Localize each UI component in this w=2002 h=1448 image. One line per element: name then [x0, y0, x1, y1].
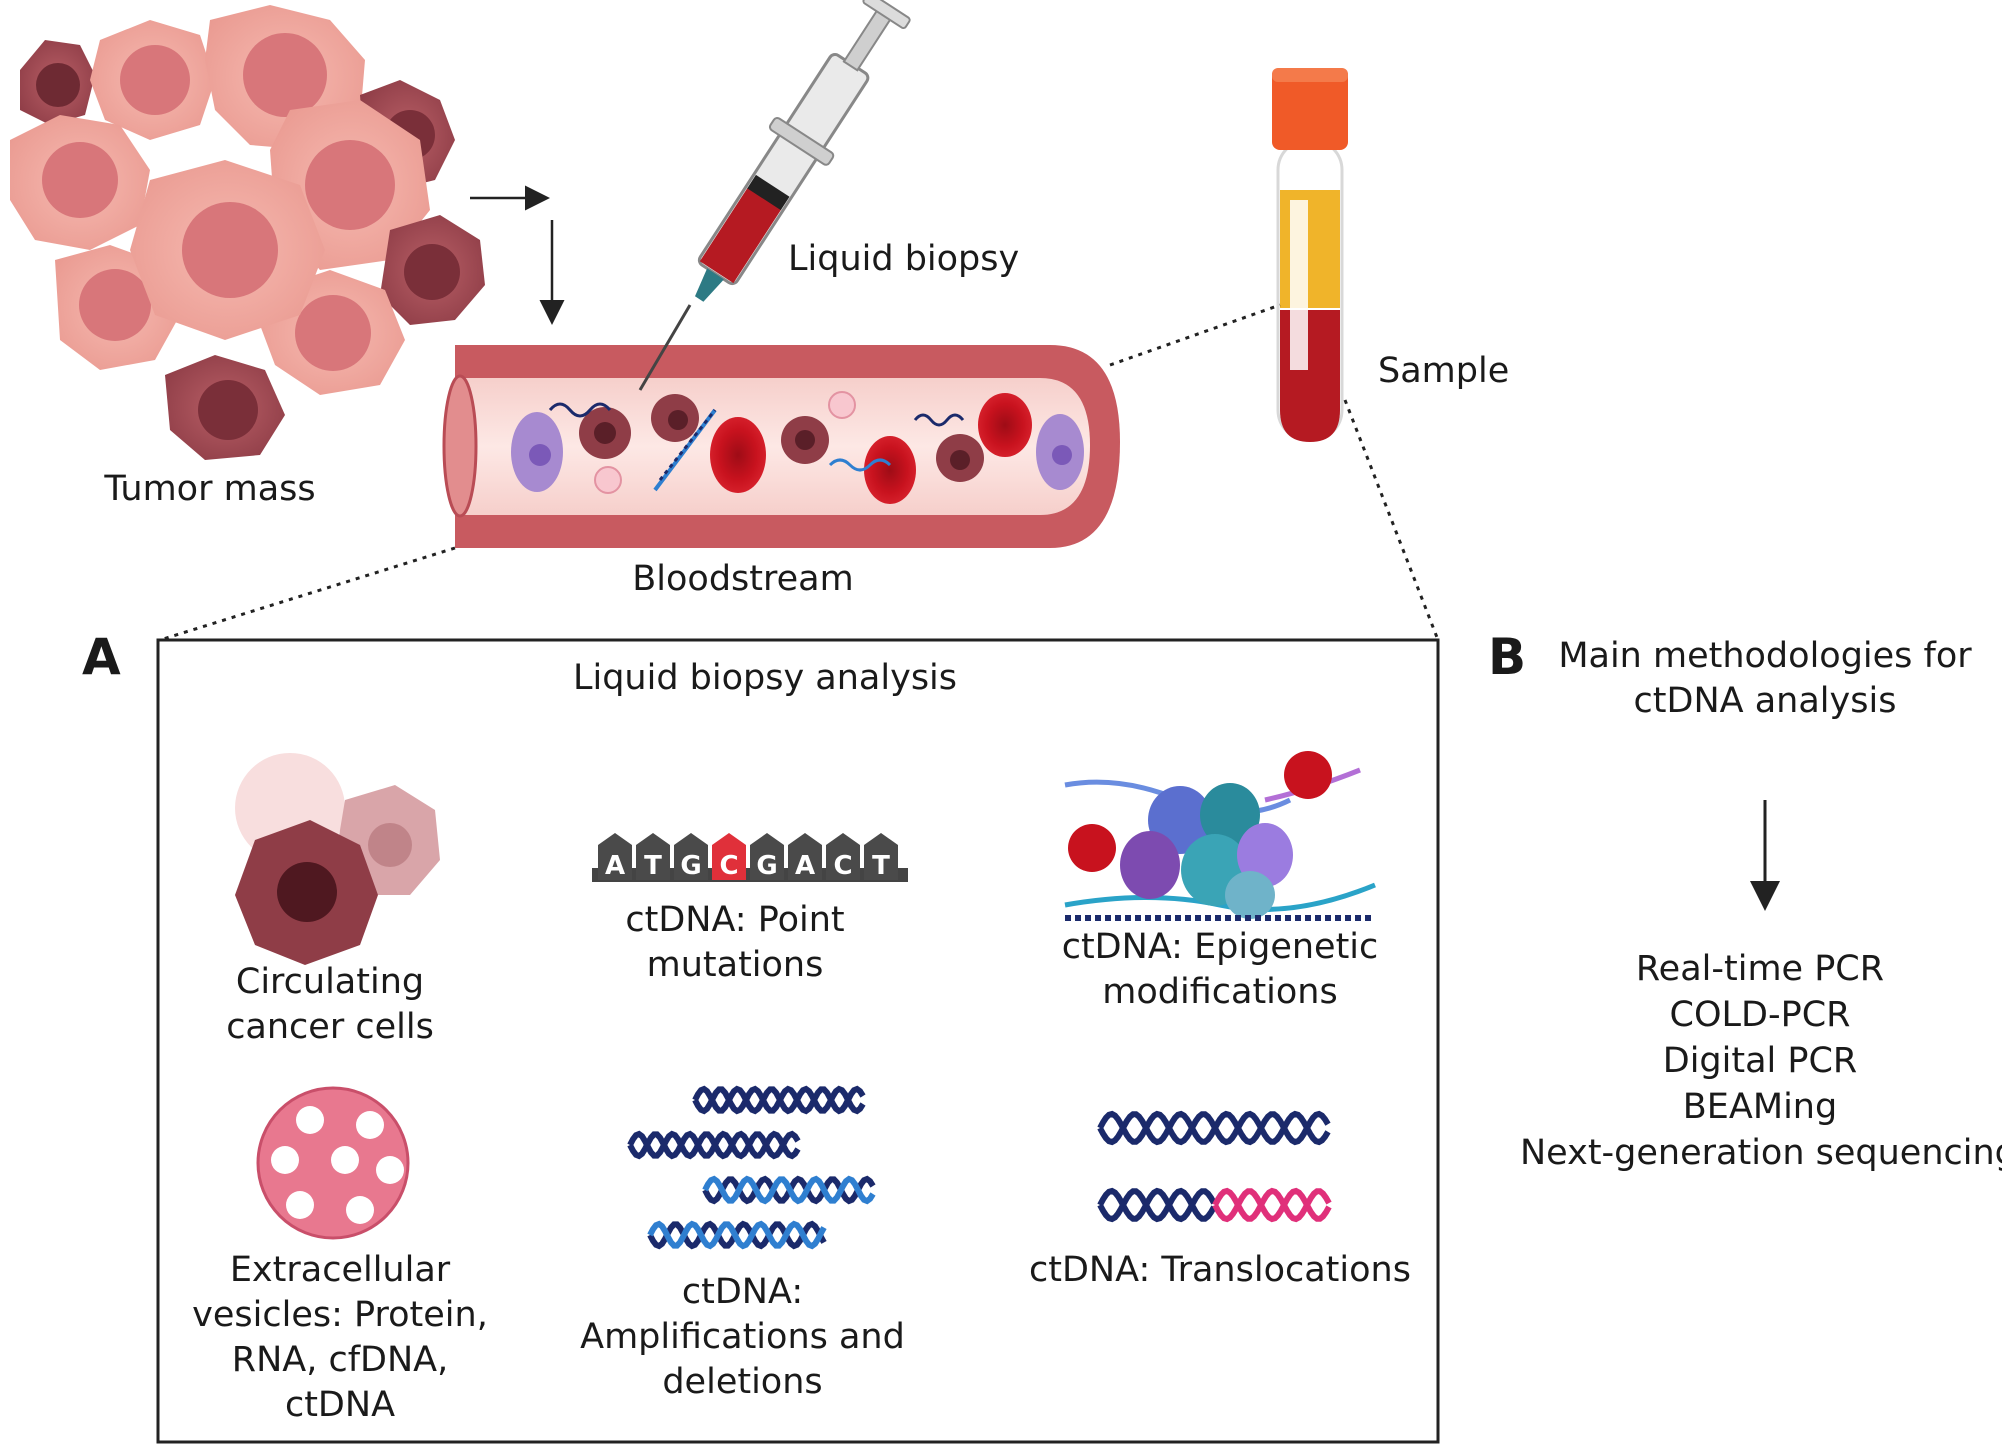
base-letter: C — [712, 833, 746, 881]
base-letter: T — [636, 833, 670, 881]
panel-a-box — [156, 638, 1440, 1444]
dna-helix — [692, 1085, 866, 1115]
vesicle — [594, 466, 622, 494]
translocations-label: ctDNA: Translocations — [1029, 1250, 1411, 1290]
bloodstream-label: Bloodstream — [632, 559, 853, 599]
extracellular-vesicles-label: Extracellular vesicles: Protein, RNA, cf… — [192, 1250, 488, 1425]
base-letter: G — [674, 833, 708, 881]
dotted-connector — [159, 546, 456, 642]
dna-helix — [702, 1175, 876, 1205]
svg-text:C: C — [719, 851, 738, 881]
method-item: Next-generation sequencing — [1520, 1133, 2002, 1173]
method-item: Real-time PCR — [1635, 949, 1885, 989]
svg-text:A: A — [795, 851, 815, 881]
translocations-icon — [1097, 1110, 1332, 1223]
circulating-cancer-cells-label: Circulating cancer cells — [226, 962, 434, 1047]
tumor-mass — [10, 5, 485, 460]
dna-fragment — [828, 458, 892, 472]
dna-helix — [627, 1130, 801, 1160]
method-item: COLD-PCR — [1669, 995, 1851, 1035]
svg-text:A: A — [605, 851, 625, 881]
red-blood-cell — [978, 393, 1032, 457]
vesicle — [828, 391, 856, 419]
base-letter: A — [598, 833, 632, 881]
tumor-cell — [90, 20, 215, 140]
tumor-cell — [165, 355, 285, 460]
dna-fragment — [913, 413, 965, 427]
panel-b-title: Main methodologies for ctDNA analysis — [1558, 636, 1972, 721]
svg-text:T: T — [644, 851, 662, 881]
svg-text:C: C — [833, 851, 852, 881]
svg-text:G: G — [756, 851, 777, 881]
liquid-biopsy-label: Liquid biopsy — [788, 239, 1019, 279]
base-letter: G — [750, 833, 784, 881]
panel-a-title: Liquid biopsy analysis — [572, 658, 958, 698]
red-blood-cell — [710, 417, 766, 493]
dna-fragment — [548, 402, 612, 418]
dna-helix — [1212, 1187, 1332, 1223]
amplifications-deletions-label: ctDNA: Amplifications and deletions — [580, 1272, 905, 1402]
dna-helix — [1097, 1110, 1331, 1146]
method-item: BEAMing — [1682, 1087, 1838, 1127]
dna-helix — [647, 1220, 827, 1250]
sample-tube — [1272, 68, 1348, 442]
vessel-contents — [511, 391, 1084, 504]
tumor-mass-label: Tumor mass — [103, 469, 315, 509]
amplifications-deletions-icon — [627, 1085, 876, 1250]
red-blood-cell — [864, 436, 916, 504]
dotted-connector — [1343, 399, 1440, 641]
base-letter: A — [788, 833, 822, 881]
syringe — [638, 0, 911, 391]
dotted-connector — [1109, 303, 1281, 367]
point-mutations-label: ctDNA: Point mutations — [625, 900, 845, 985]
tumor-cell — [130, 160, 325, 340]
circulating-cancer-cells-icon — [235, 753, 440, 965]
tumor-cell — [10, 115, 150, 250]
epigenetic-modifications-label: ctDNA: Epigenetic modifications — [1061, 927, 1379, 1012]
svg-text:T: T — [872, 851, 890, 881]
svg-text:G: G — [680, 851, 701, 881]
dna-helix — [1097, 1187, 1217, 1223]
extracellular-vesicle-icon — [256, 1086, 410, 1240]
base-letter: C — [826, 833, 860, 881]
tumor-cell — [380, 215, 485, 325]
panel-a-letter: A — [82, 628, 121, 686]
tumor-cell — [20, 40, 95, 125]
method-item: Digital PCR — [1662, 1041, 1858, 1081]
base-letter: T — [864, 833, 898, 881]
panel-b-letter: B — [1488, 628, 1527, 686]
epigenetic-modifications-icon — [1064, 751, 1376, 921]
sample-label: Sample — [1378, 351, 1509, 391]
